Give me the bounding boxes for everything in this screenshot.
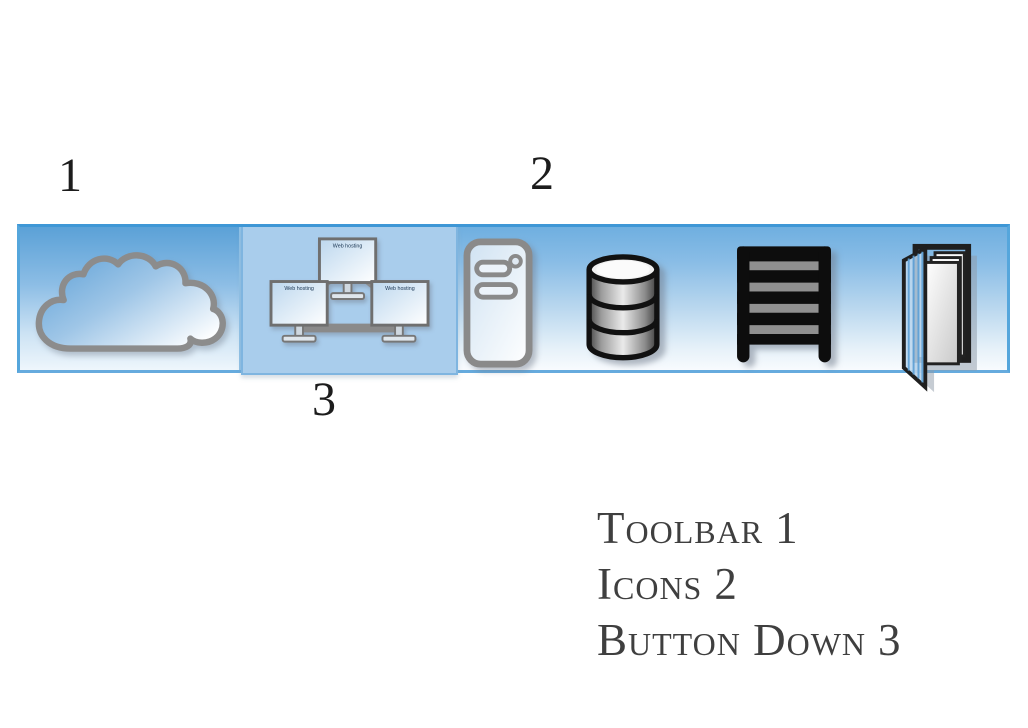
server-rack-icon[interactable] — [724, 241, 844, 370]
cloud-toolbar-button[interactable] — [20, 227, 241, 370]
callout-3-button-down: 3 — [312, 373, 336, 426]
legend-label: Icons — [597, 559, 703, 609]
legend-number: 3 — [878, 615, 902, 665]
toolbar: Web hosting Web hosting Web host — [17, 224, 1010, 393]
open-door-icon[interactable] — [892, 241, 980, 400]
svg-text:Web hosting: Web hosting — [332, 243, 362, 249]
legend-number: 2 — [714, 559, 738, 609]
svg-text:Web hosting: Web hosting — [385, 286, 415, 292]
cloud-icon — [31, 247, 229, 366]
svg-text:Web hosting: Web hosting — [284, 286, 314, 292]
callout-1-toolbar: 1 — [58, 149, 82, 202]
computer-tower-icon[interactable] — [460, 237, 538, 374]
database-icon[interactable] — [582, 249, 664, 368]
legend-label: Button Down — [597, 615, 867, 665]
callout-2-icons: 2 — [530, 147, 554, 200]
legend-label: Toolbar — [597, 503, 764, 553]
network-monitors-icon: Web hosting Web hosting Web host — [264, 235, 436, 366]
legend-number: 1 — [775, 503, 799, 553]
web-hosting-button-pressed[interactable]: Web hosting Web hosting Web host — [241, 227, 458, 375]
